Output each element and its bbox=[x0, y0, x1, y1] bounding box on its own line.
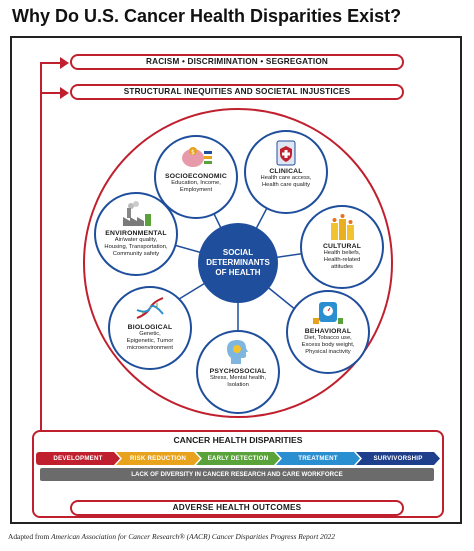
arrow-icon bbox=[60, 87, 69, 99]
node-desc: Health care quality bbox=[261, 182, 310, 188]
node-psychosocial: PSYCHOSOCIAL Stress, Mental health, Isol… bbox=[196, 330, 280, 414]
dna-icon bbox=[133, 294, 167, 322]
candles-icon bbox=[325, 213, 359, 241]
source-credit: Adapted from American Association for Ca… bbox=[8, 532, 335, 541]
node-cultural: CULTURAL Health beliefs, Health-related … bbox=[300, 205, 384, 289]
flow-connector bbox=[40, 62, 42, 512]
step-development: DEVELOPMENT bbox=[36, 452, 120, 465]
node-environmental: ENVIRONMENTAL Air/water quality, Housing… bbox=[94, 192, 178, 276]
node-heading: ENVIRONMENTAL bbox=[105, 230, 167, 237]
node-desc: Air/water quality, bbox=[114, 237, 158, 243]
hub-label: DETERMINANTS bbox=[206, 258, 270, 267]
structural-inequities-bar: STRUCTURAL INEQUITIES AND SOCIETAL INJUS… bbox=[70, 84, 404, 100]
step-survivorship: SURVIVORSHIP bbox=[356, 452, 440, 465]
node-biological: BIOLOGICAL Genetic, Epigenetic, Tumor mi… bbox=[108, 286, 192, 370]
factory-icon bbox=[119, 200, 153, 228]
node-desc: Health-related bbox=[323, 257, 361, 263]
node-socioeconomic: $ SOCIOECONOMIC Education, Income, Emplo… bbox=[154, 135, 238, 219]
piggy-bank-icon: $ bbox=[179, 143, 213, 171]
node-desc: Stress, Mental health, bbox=[209, 375, 267, 381]
node-desc: Employment bbox=[179, 187, 213, 193]
node-heading: CULTURAL bbox=[322, 243, 362, 250]
step-early-detection: EARLY DETECTION bbox=[196, 452, 280, 465]
head-icon bbox=[221, 338, 255, 366]
node-heading: BIOLOGICAL bbox=[127, 324, 173, 331]
adverse-outcomes-bar: ADVERSE HEALTH OUTCOMES bbox=[70, 500, 404, 516]
node-desc: Health care access, bbox=[260, 175, 312, 181]
node-desc: Physical inactivity bbox=[305, 349, 351, 355]
flow-branch bbox=[40, 92, 62, 94]
medical-clipboard-icon bbox=[269, 138, 303, 166]
flow-branch bbox=[40, 62, 62, 64]
svg-text:$: $ bbox=[191, 149, 195, 156]
scale-icon bbox=[311, 298, 345, 326]
disparities-title: CANCER HEALTH DISPARITIES bbox=[173, 435, 303, 445]
credit-prefix: Adapted from bbox=[8, 532, 52, 541]
node-desc: Community safety bbox=[112, 251, 160, 257]
node-clinical: CLINICAL Health care access, Health care… bbox=[244, 130, 328, 214]
node-heading: CLINICAL bbox=[269, 168, 303, 175]
node-desc: attitudes bbox=[331, 264, 353, 270]
arrow-icon bbox=[60, 57, 69, 69]
workforce-bar: LACK OF DIVERSITY IN CANCER RESEARCH AND… bbox=[40, 468, 434, 481]
node-desc: microenvironment bbox=[126, 345, 174, 351]
diagram-frame bbox=[10, 36, 462, 524]
node-desc: Epigenetic, Tumor bbox=[126, 338, 174, 344]
hub-label: SOCIAL bbox=[222, 248, 254, 257]
step-risk-reduction: RISK REDUCTION bbox=[116, 452, 200, 465]
node-behavioral: BEHAVIORAL Diet, Tobacco use, Excess bod… bbox=[286, 290, 370, 374]
node-desc: Housing, Transportation, bbox=[104, 244, 168, 250]
hub-label: OF HEALTH bbox=[215, 268, 261, 277]
node-heading: SOCIOECONOMIC bbox=[165, 173, 227, 180]
node-desc: Education, Income, bbox=[171, 180, 221, 186]
racism-bar: RACISM • DISCRIMINATION • SEGREGATION bbox=[70, 54, 404, 70]
node-desc: Diet, Tobacco use, bbox=[304, 335, 352, 341]
social-determinants-hub: SOCIAL DETERMINANTS OF HEALTH bbox=[198, 223, 278, 303]
node-desc: Genetic, bbox=[139, 331, 161, 337]
node-desc: Isolation bbox=[227, 382, 249, 388]
node-heading: PSYCHOSOCIAL bbox=[209, 368, 267, 375]
page-title: Why Do U.S. Cancer Health Disparities Ex… bbox=[12, 6, 402, 26]
node-desc: Excess body weight, bbox=[301, 342, 355, 348]
node-desc: Health beliefs, bbox=[323, 250, 361, 256]
node-heading: BEHAVIORAL bbox=[304, 328, 352, 335]
credit-source: American Association for Cancer Research… bbox=[51, 532, 335, 541]
step-treatment: TREATMENT bbox=[276, 452, 360, 465]
